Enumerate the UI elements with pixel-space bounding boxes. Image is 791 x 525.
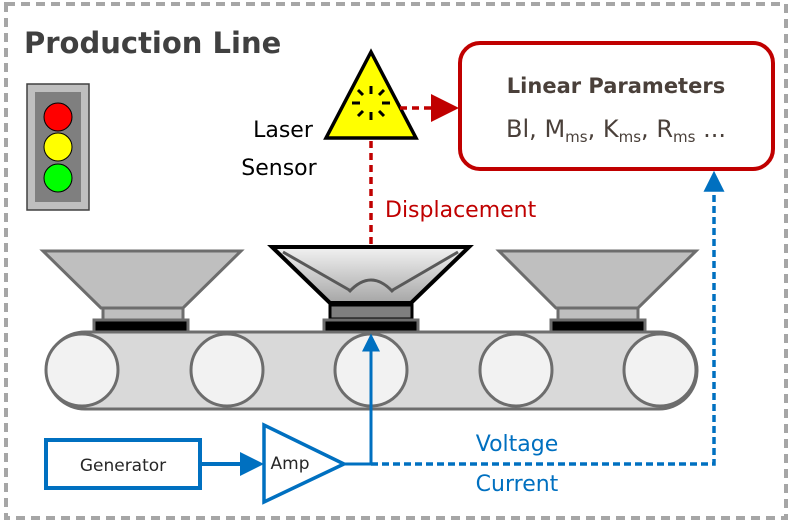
laser-warning-icon <box>323 48 419 140</box>
amp-label: Amp <box>271 454 310 474</box>
roller <box>622 332 698 408</box>
param-m-sub: ms <box>565 128 588 146</box>
traffic-light-icon <box>26 83 90 211</box>
amplifier-icon: Amp <box>262 422 349 505</box>
yellow-light <box>43 132 73 162</box>
voltage-label: Voltage <box>476 432 559 457</box>
speaker-under-test <box>267 245 474 334</box>
generator-box: Generator <box>44 438 202 490</box>
param-r-sub: ms <box>673 128 696 146</box>
speaker-left <box>39 249 245 334</box>
params-heading: Linear Parameters <box>507 74 725 98</box>
param-r: R <box>656 115 673 143</box>
param-ellipsis: ... <box>703 115 726 143</box>
roller <box>189 332 265 408</box>
laser-burst-icon <box>352 86 390 120</box>
linear-parameters-box: Linear Parameters Bl, Mms, Kms, Rms ... <box>458 41 775 171</box>
generator-label: Generator <box>80 456 166 476</box>
laser-sensor: Laser Sensor <box>241 48 419 181</box>
frame-border <box>4 2 788 520</box>
green-light <box>43 163 73 193</box>
param-m: M <box>544 115 565 143</box>
speaker-right <box>495 249 700 334</box>
laser-label-line1: Laser <box>253 118 314 143</box>
params-list: Bl, Mms, Kms, Rms ... <box>506 115 726 146</box>
measurement-line <box>371 180 716 466</box>
param-k: K <box>603 115 620 143</box>
page-title: Production Line <box>24 26 281 60</box>
displacement-label: Displacement <box>385 198 537 223</box>
param-k-sub: ms <box>619 128 642 146</box>
red-light <box>43 102 73 132</box>
roller <box>478 332 554 408</box>
current-label: Current <box>476 472 559 497</box>
roller <box>44 332 120 408</box>
laser-label-line2: Sensor <box>241 156 317 181</box>
param-bl: Bl <box>506 115 529 143</box>
